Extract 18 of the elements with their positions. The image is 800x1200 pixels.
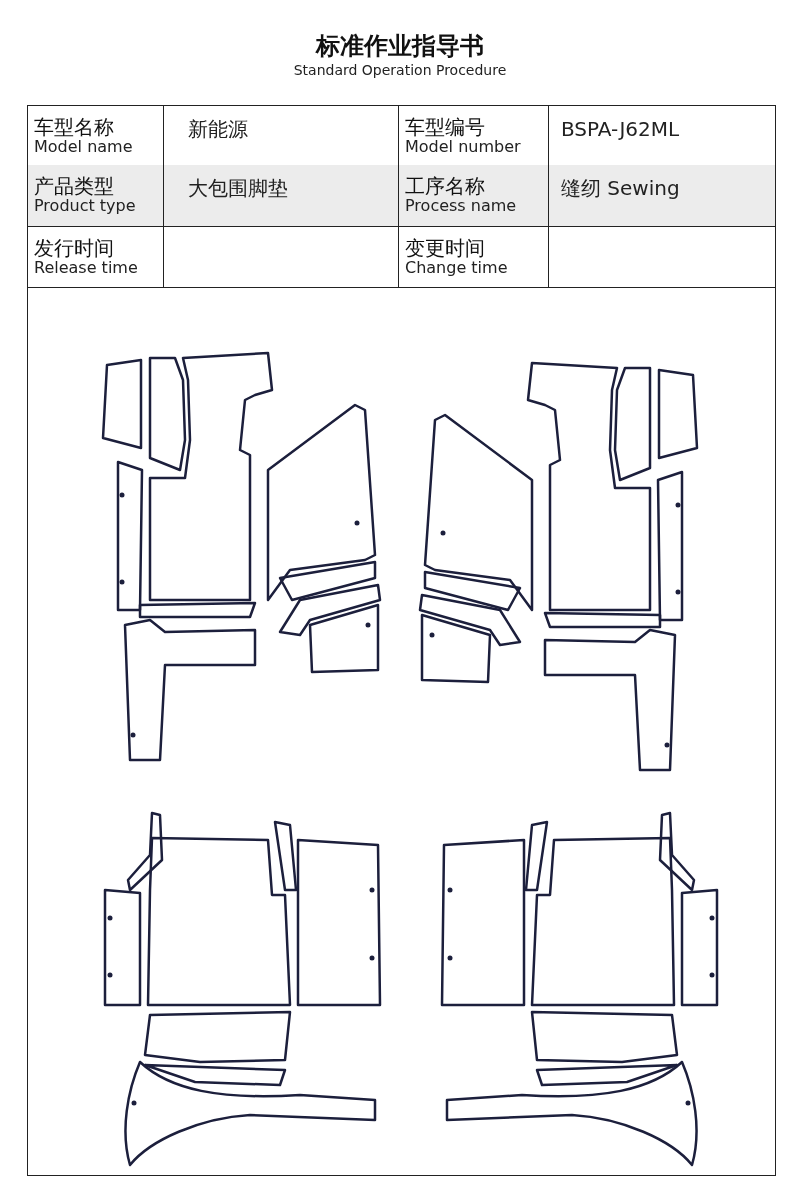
field-value: 大包围脚垫 xyxy=(187,175,289,201)
field-label: 车型编号 xyxy=(405,116,486,138)
field-label-english: Release time xyxy=(34,259,139,277)
field-label-english: Process name xyxy=(405,197,518,215)
field-label-english: Model number xyxy=(405,138,522,156)
field-value: 新能源 xyxy=(187,116,249,142)
document-subtitle: Standard Operation Procedure xyxy=(292,62,508,78)
field-label: 产品类型 xyxy=(34,175,115,197)
field-label: 工序名称 xyxy=(405,175,486,197)
field-label-english: Change time xyxy=(405,259,509,277)
field-label: 车型名称 xyxy=(34,116,115,138)
field-value: 缝纫 Sewing xyxy=(560,175,681,201)
field-label-english: Product type xyxy=(34,197,137,215)
document-title: 标准作业指导书 xyxy=(314,31,485,62)
field-label: 发行时间 xyxy=(34,237,115,259)
field-label-english: Model name xyxy=(34,138,134,156)
field-label: 变更时间 xyxy=(405,237,486,259)
field-value: BSPA-J62ML xyxy=(560,116,681,142)
